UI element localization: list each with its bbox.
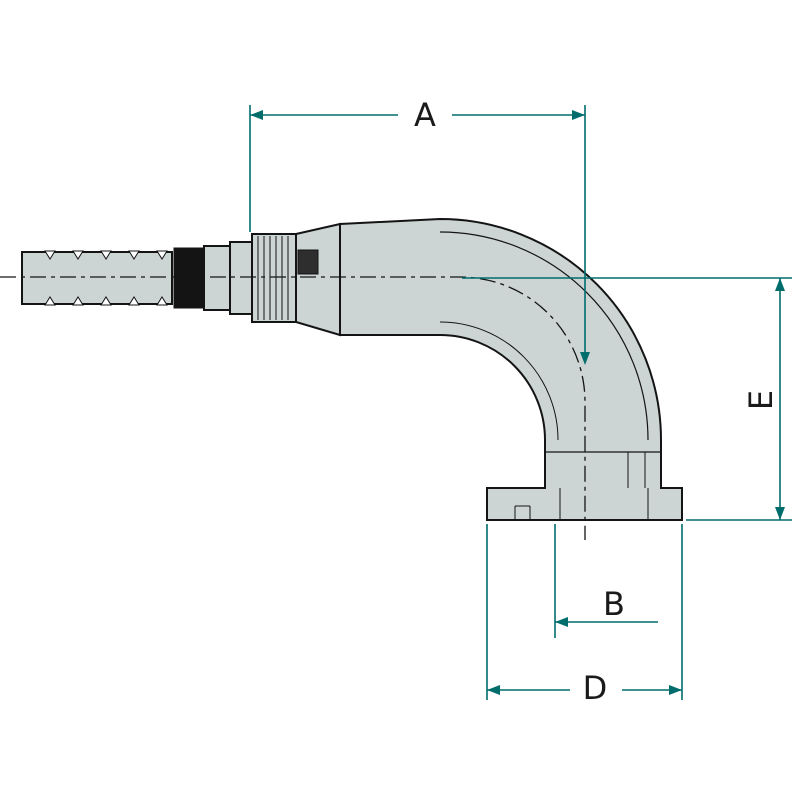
- dimension-b-label: B: [603, 585, 625, 623]
- barb-notch: [128, 296, 140, 306]
- dimension-d: D: [486, 524, 683, 707]
- dimension-e: E: [462, 277, 792, 521]
- dimension-e-arrow-down-icon: [775, 507, 785, 520]
- fitting-elbow-body: [339, 217, 683, 521]
- barb-notch: [72, 250, 84, 260]
- dimension-a-arrow-left-icon: [250, 110, 263, 120]
- fitting-collar-inner: [203, 245, 231, 311]
- barb-notch: [128, 250, 140, 260]
- fitting: [0, 217, 683, 540]
- fitting-detail-lines: [339, 224, 661, 520]
- dimension-a: A: [249, 96, 590, 365]
- fitting-serration-lines: [257, 236, 289, 320]
- fitting-hose-tail: [21, 251, 173, 305]
- barb-notch: [100, 296, 112, 306]
- dimension-b-arrow-left-icon: [555, 617, 568, 627]
- fitting-crimp-band: [173, 247, 205, 309]
- centerline: [0, 276, 586, 540]
- dimension-a-pointer-arrow-icon: [580, 352, 590, 365]
- dimension-b: B: [554, 524, 658, 638]
- barb-notch: [156, 250, 168, 260]
- barb-notch: [44, 296, 56, 306]
- dimension-a-arrow-right-icon: [572, 110, 585, 120]
- barb-notch: [72, 296, 84, 306]
- fitting-cone: [295, 222, 341, 337]
- outer-wall-line: [439, 231, 649, 441]
- fitting-knurl-mark: [297, 249, 319, 275]
- dimension-e-label: E: [742, 390, 780, 410]
- fitting-serrated-section: [251, 233, 297, 323]
- fitting-barb-notches: [44, 250, 168, 306]
- dimension-d-label: D: [583, 669, 608, 707]
- dimension-d-arrow-left-icon: [487, 685, 500, 695]
- fitting-collar-outer: [229, 241, 253, 315]
- barb-notch: [44, 250, 56, 260]
- barb-notch: [156, 296, 168, 306]
- dimension-e-arrow-up-icon: [775, 278, 785, 291]
- dimension-a-label: A: [414, 96, 436, 134]
- dimension-d-arrow-right-icon: [669, 685, 682, 695]
- barb-notch: [100, 250, 112, 260]
- inner-bore-line: [439, 321, 559, 441]
